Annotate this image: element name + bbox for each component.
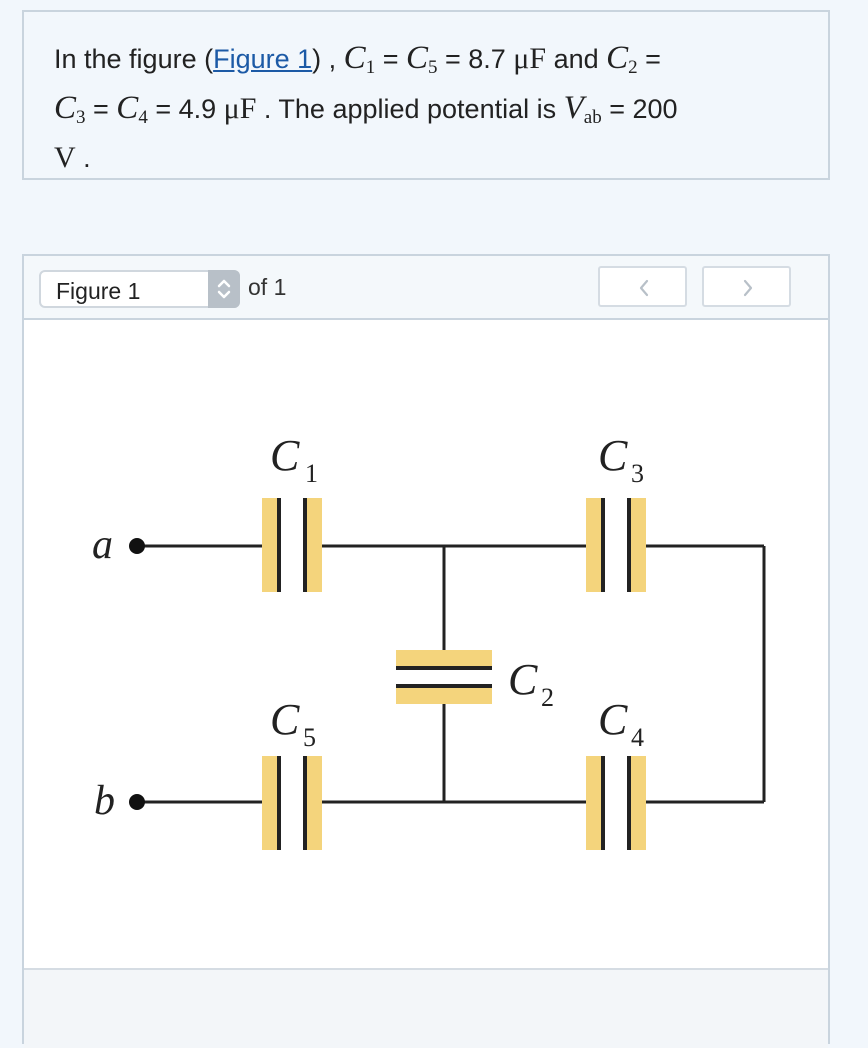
circuit-wires — [130, 544, 766, 804]
svg-text:C: C — [270, 431, 300, 480]
node-b-label: b — [94, 778, 115, 824]
figure-1-link[interactable]: Figure 1 — [213, 44, 313, 74]
figure-toolbar: Figure 1 of 1 — [24, 256, 828, 320]
value-8-7: = 8.7 — [437, 44, 514, 74]
figure-panel: Figure 1 of 1 — [22, 254, 830, 1048]
capacitor-c1 — [262, 498, 322, 592]
equals-sign: = — [375, 44, 406, 74]
value-200: = 200 — [601, 94, 678, 124]
chevron-right-icon — [743, 279, 753, 297]
capacitor-c4 — [586, 756, 646, 850]
problem-text: In the figure (Figure 1) , C1 = C5 = 8.7… — [54, 38, 794, 178]
c5-label: C 5 — [270, 695, 316, 752]
period: . — [75, 143, 91, 173]
svg-text:C: C — [598, 695, 628, 744]
figure-select[interactable]: Figure 1 — [39, 270, 240, 308]
after-link-text: ) , — [312, 44, 337, 74]
c2-label: C 2 — [508, 655, 554, 712]
terminal-b-dot — [129, 794, 145, 810]
svg-text:C: C — [270, 695, 300, 744]
svg-text:C: C — [598, 431, 628, 480]
figure-count-text: of 1 — [248, 274, 287, 300]
figure-select-value: Figure 1 — [56, 278, 141, 304]
value-4-9: = 4.9 — [147, 94, 224, 124]
svg-text:4: 4 — [631, 723, 644, 752]
and-text: and — [546, 44, 607, 74]
c4-symbol: C4 — [116, 90, 148, 128]
c1-symbol: C1 — [343, 40, 376, 78]
applied-potential-text: . The applied potential is — [256, 94, 564, 124]
microfarad-unit: μF — [223, 92, 257, 125]
c5-symbol: C5 — [405, 40, 438, 78]
svg-text:C: C — [508, 655, 538, 704]
equals-sign: = — [85, 94, 117, 124]
node-a-label: a — [92, 522, 113, 568]
vab-symbol: Vab — [563, 90, 602, 128]
up-down-arrows-icon — [208, 270, 240, 308]
chevron-left-icon — [639, 279, 649, 297]
c3-label: C 3 — [598, 431, 644, 488]
svg-text:5: 5 — [303, 723, 316, 752]
c1-label: C 1 — [270, 431, 318, 488]
volt-unit: V — [54, 141, 76, 174]
figure-footer-bar — [24, 968, 828, 1048]
next-figure-button[interactable] — [702, 266, 791, 307]
microfarad-unit: μF — [513, 42, 547, 75]
svg-text:3: 3 — [631, 459, 644, 488]
capacitor-c2 — [396, 650, 492, 704]
capacitor-c3 — [586, 498, 646, 592]
capacitor-circuit-diagram: a b C 1 C 3 C 2 C 5 C 4 — [92, 431, 766, 850]
capacitor-c5 — [262, 756, 322, 850]
svg-text:1: 1 — [305, 459, 318, 488]
c3-symbol: C3 — [54, 90, 86, 128]
svg-text:2: 2 — [541, 683, 554, 712]
previous-figure-button[interactable] — [598, 266, 687, 307]
terminal-a-dot — [129, 538, 145, 554]
c4-label: C 4 — [598, 695, 644, 752]
c2-symbol: C2 — [606, 40, 638, 78]
problem-statement-box: In the figure (Figure 1) , C1 = C5 = 8.7… — [22, 10, 830, 180]
problem-intro: In the figure ( — [54, 44, 214, 74]
equals-sign: = — [637, 44, 661, 74]
